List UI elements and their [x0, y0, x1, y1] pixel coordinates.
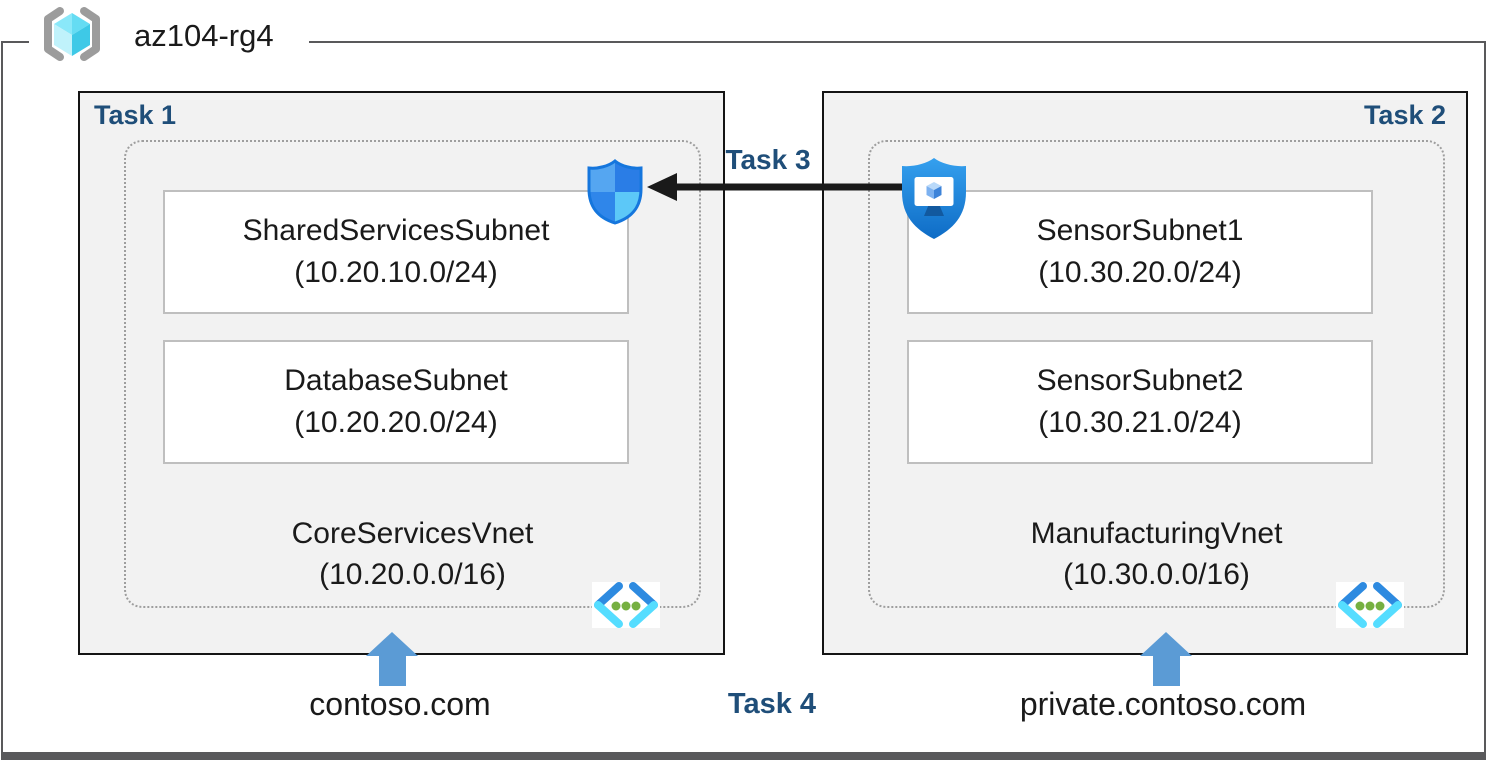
nsg-shield-icon: [587, 159, 643, 225]
subnet-name: SensorSubnet2: [1036, 364, 1244, 397]
arrow-head: [1140, 632, 1192, 656]
database-subnet-box: DatabaseSubnet (10.20.20.0/24): [163, 340, 629, 464]
virtual-network-icon: [1336, 582, 1404, 628]
dns-arrow-core-services: [366, 632, 418, 686]
subnet-cidr: (10.30.21.0/24): [1038, 406, 1242, 439]
dns-arrow-manufacturing: [1140, 632, 1192, 686]
subnet-name: SharedServicesSubnet: [242, 214, 550, 247]
manufacturing-vnet-label: ManufacturingVnet (10.30.0.0/16): [868, 513, 1445, 595]
core-services-vnet-label: CoreServicesVnet (10.20.0.0/16): [124, 513, 701, 595]
subnet-cidr: (10.20.10.0/24): [294, 256, 498, 289]
subnet-name: DatabaseSubnet: [284, 364, 508, 397]
resource-group-name: az104-rg4: [134, 18, 274, 53]
subnet-name: SensorSubnet1: [1036, 214, 1244, 247]
task3-label: Task 3: [725, 144, 811, 175]
sensor-subnet1-box: SensorSubnet1 (10.30.20.0/24): [907, 190, 1373, 314]
arrow-stem: [378, 656, 406, 686]
vnet-cidr: (10.30.0.0/16): [1063, 558, 1250, 591]
task4-label: Task 4: [727, 688, 817, 720]
virtual-network-icon: [592, 582, 660, 628]
task1-label: Task 1: [94, 100, 177, 130]
contoso-domain-label: contoso.com: [309, 686, 491, 722]
private-contoso-domain-label: private.contoso.com: [1019, 686, 1307, 722]
arrow-stem: [1152, 656, 1180, 686]
resource-group-icon: [44, 7, 100, 61]
manufacturing-vnet-boundary: [868, 140, 1445, 608]
subnet-cidr: (10.30.20.0/24): [1038, 256, 1242, 289]
arrow-head: [366, 632, 418, 656]
resource-group-frame: [1, 41, 1486, 760]
task2-label: Task 2: [1363, 100, 1446, 130]
vnet-name: ManufacturingVnet: [1030, 517, 1283, 550]
core-services-vnet-boundary: [124, 140, 701, 608]
subnet-cidr: (10.20.20.0/24): [294, 406, 498, 439]
vnet-cidr: (10.20.0.0/16): [319, 558, 506, 591]
sensor-subnet2-box: SensorSubnet2 (10.30.21.0/24): [907, 340, 1373, 464]
shared-services-subnet-box: SharedServicesSubnet (10.20.10.0/24): [163, 190, 629, 314]
frame-title-gap: [29, 38, 309, 46]
task3-flow-arrow: [647, 173, 909, 201]
vnet-name: CoreServicesVnet: [291, 517, 534, 550]
bastion-shield-monitor-icon: [902, 158, 966, 239]
